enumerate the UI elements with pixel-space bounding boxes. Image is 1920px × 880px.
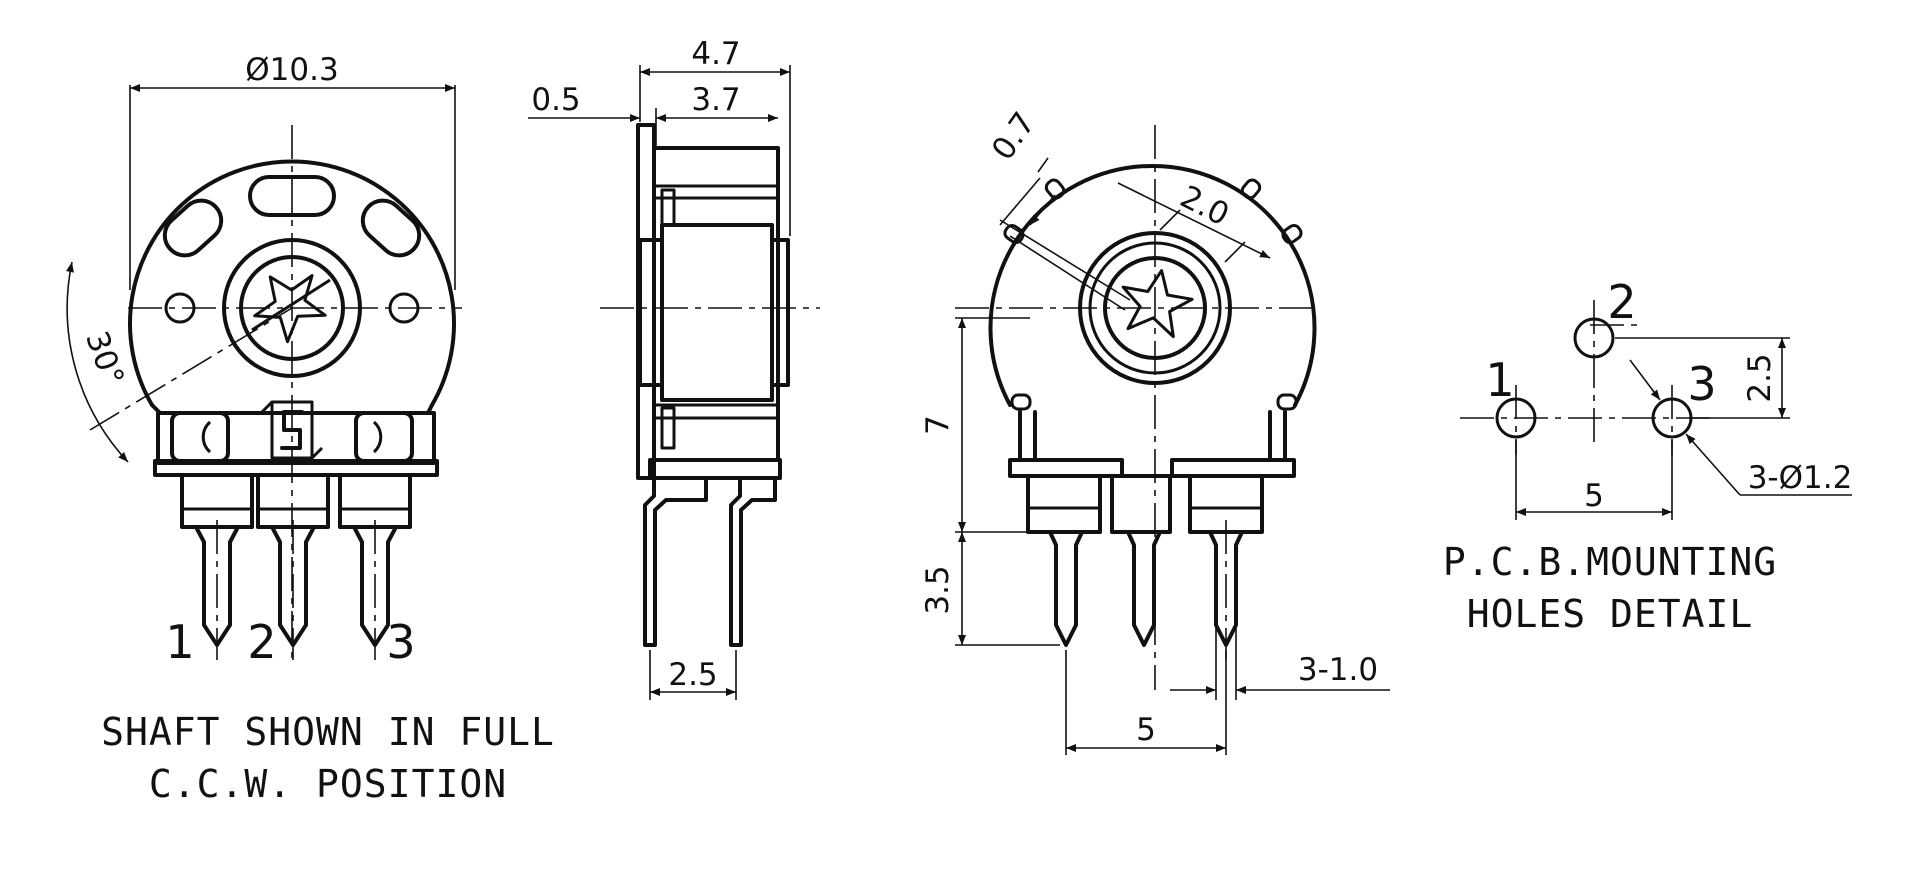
- dim-slot-width-label: 0.7: [985, 106, 1043, 167]
- dim-pin-length-label: 3.5: [920, 565, 956, 614]
- front-note-line2: C.C.W. POSITION: [149, 762, 507, 806]
- rear-view: 2.0 0.7 7 3.5: [920, 106, 1390, 755]
- dim-flange-label: 0.5: [531, 82, 580, 118]
- pcb-hole-3-label: 3: [1687, 357, 1716, 411]
- dim-pin-spacing-label: 2.5: [668, 657, 717, 693]
- pcb-hole-1-label: 1: [1485, 353, 1514, 407]
- pcb-hole-2-label: 2: [1607, 275, 1636, 329]
- dim-angle-label: 30°: [78, 327, 131, 391]
- dim-total-width-label: 4.7: [691, 36, 740, 72]
- pcb-detail: 1 2 3 2.5 5 3-Ø1.2 P.C.B.MOUNTING HOLES …: [1443, 275, 1852, 636]
- pcb-dim-hole-diameter-label: 3-Ø1.2: [1748, 460, 1853, 496]
- front-terminals: [180, 473, 412, 660]
- pcb-dim-vertical-label: 2.5: [1742, 353, 1778, 402]
- front-view: Ø10.3 30° 1 2 3 SHAFT SHOWN IN FULL C.C.…: [66, 52, 555, 806]
- pcb-title-line1: P.C.B.MOUNTING: [1443, 540, 1777, 584]
- logo-icon: [260, 400, 324, 460]
- dim-pin-width-label: 3-1.0: [1298, 652, 1378, 688]
- pin-2-label: 2: [247, 615, 276, 669]
- pcb-title-line2: HOLES DETAIL: [1467, 592, 1754, 636]
- pin-1-label: 1: [165, 615, 194, 669]
- side-view: 4.7 3.7 0.5 2.5: [528, 36, 820, 700]
- dim-slot-spacing-label: 2.0: [1174, 179, 1234, 233]
- dim-diameter-label: Ø10.3: [245, 52, 338, 88]
- dim-height-label: 7: [920, 415, 956, 435]
- pcb-hole-2: [1573, 317, 1615, 359]
- front-note-line1: SHAFT SHOWN IN FULL: [101, 710, 555, 754]
- dim-pin-pitch-label: 5: [1136, 712, 1156, 748]
- pcb-hole-1: [1495, 397, 1537, 439]
- pin-3-label: 3: [386, 615, 415, 669]
- pcb-dim-horizontal-label: 5: [1584, 478, 1604, 514]
- dim-body-width-label: 3.7: [691, 82, 740, 118]
- pcb-hole-3: [1651, 397, 1693, 439]
